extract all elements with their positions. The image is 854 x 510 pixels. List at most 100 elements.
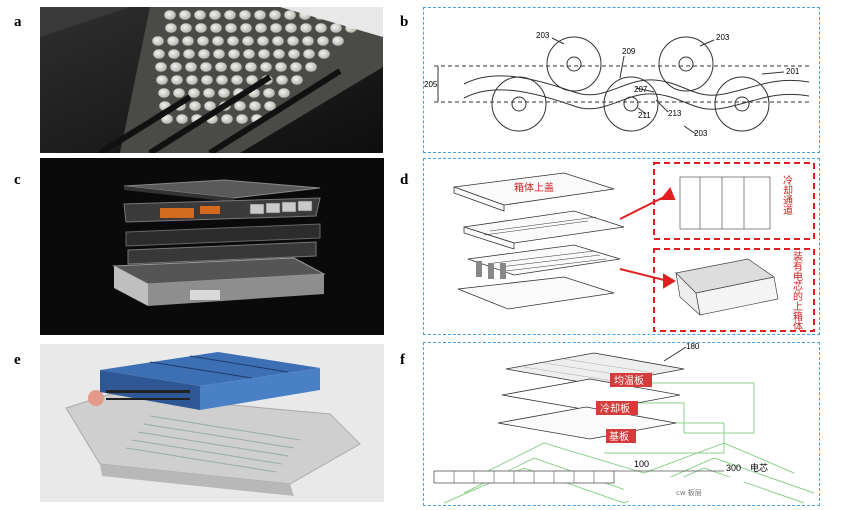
- battery-cell: [169, 61, 183, 73]
- battery-cell: [238, 9, 252, 21]
- battery-cell: [155, 74, 169, 86]
- battery-cell: [268, 9, 282, 21]
- battery-cell: [196, 35, 210, 47]
- battery-cell: [200, 74, 214, 86]
- battery-cell: [184, 61, 198, 73]
- uniform-temp-plate-label: 均温板: [614, 374, 644, 387]
- battery-cell: [256, 35, 270, 47]
- battery-cell: [259, 61, 273, 73]
- battery-cell: [212, 48, 226, 60]
- battery-cell: [203, 100, 217, 112]
- battery-cell: [154, 61, 168, 73]
- callout-205: 205: [424, 80, 438, 89]
- callout-203b: 203: [716, 33, 730, 42]
- battery-cell: [242, 48, 256, 60]
- battery-cell: [244, 61, 258, 73]
- battery-cell: [178, 9, 192, 21]
- battery-cell: [290, 74, 304, 86]
- battery-cell: [187, 87, 201, 99]
- battery-cell: [248, 100, 262, 112]
- battery-cell: [284, 22, 298, 34]
- battery-cell: [239, 22, 253, 34]
- battery-cell: [233, 100, 247, 112]
- panel-label-e: e: [14, 352, 21, 368]
- battery-cell: [197, 48, 211, 60]
- blue-module-tray-photo: [40, 344, 384, 502]
- layered-plate-diagram-box: 180 均温板 冷却板 基板 100 300 电芯 cw 板层: [423, 342, 820, 506]
- small-caption: cw 板层: [676, 488, 702, 497]
- callout-100: 100: [634, 459, 649, 469]
- cells-upper-box-label: 装有电芯的上箱体: [791, 250, 803, 332]
- battery-cell: [224, 22, 238, 34]
- exploded-battery-pack-photo: [40, 158, 384, 335]
- battery-cell: [269, 22, 283, 34]
- battery-cell: [157, 87, 171, 99]
- cooling-channel-label: 冷却通道: [781, 174, 793, 215]
- battery-cell: [194, 22, 208, 34]
- battery-cell: [151, 35, 165, 47]
- battery-cell: [152, 48, 166, 60]
- battery-cell: [170, 74, 184, 86]
- battery-cell: [314, 22, 328, 34]
- panel-label-a: a: [14, 14, 22, 30]
- battery-cell: [283, 9, 297, 21]
- battery-cell: [316, 35, 330, 47]
- battery-cell: [275, 74, 289, 86]
- battery-cell: [208, 9, 222, 21]
- battery-cell: [302, 48, 316, 60]
- battery-cell: [185, 74, 199, 86]
- battery-cell: [223, 9, 237, 21]
- battery-cell: [211, 35, 225, 47]
- callout-180: 180: [686, 343, 700, 351]
- callout-201: 201: [786, 67, 800, 76]
- battery-cell: [274, 61, 288, 73]
- base-plate-label: 基板: [609, 430, 629, 443]
- callout-300: 300: [726, 463, 741, 473]
- battery-cell: [220, 113, 234, 125]
- battery-cell: [272, 48, 286, 60]
- battery-cell: [229, 61, 243, 73]
- battery-cell: [317, 48, 331, 60]
- battery-cell: [181, 35, 195, 47]
- battery-cell: [230, 74, 244, 86]
- battery-cell: [199, 61, 213, 73]
- battery-cell: [262, 87, 276, 99]
- callout-203c: 203: [694, 129, 708, 138]
- battery-cell: [172, 87, 186, 99]
- callout-203a: 203: [536, 31, 550, 40]
- battery-cell: [299, 22, 313, 34]
- callout-213: 213: [668, 109, 682, 118]
- battery-cell: [235, 113, 249, 125]
- battery-cell: [271, 35, 285, 47]
- battery-cell: [163, 9, 177, 21]
- battery-cell: [241, 35, 255, 47]
- battery-cell: [179, 22, 193, 34]
- callout-207: 207: [634, 85, 648, 94]
- battery-cell: [214, 61, 228, 73]
- battery-cell: [202, 87, 216, 99]
- battery-cell: [304, 61, 318, 73]
- battery-cell: [182, 48, 196, 60]
- battery-cell: [188, 100, 202, 112]
- battery-cell: [209, 22, 223, 34]
- battery-cell: [217, 87, 231, 99]
- callout-211: 211: [638, 111, 651, 120]
- cells-label: 电芯: [750, 462, 768, 474]
- panel-label-d: d: [400, 172, 409, 188]
- lid-label: 箱体上盖: [514, 181, 554, 194]
- battery-cell: [215, 74, 229, 86]
- battery-cell: [289, 61, 303, 73]
- panel-label-c: c: [14, 172, 21, 188]
- battery-cell: [286, 35, 300, 47]
- box-structure-diagram-box: 箱体上盖 冷却通道 装有电芯的上箱体: [423, 158, 820, 335]
- battery-cell: [193, 9, 207, 21]
- battery-cell: [257, 48, 271, 60]
- battery-cell: [301, 35, 315, 47]
- battery-cell: [175, 113, 189, 125]
- roller-diagram-box: 203 203 209 201 205 207 211 213 203: [423, 7, 820, 153]
- battery-cell: [166, 35, 180, 47]
- battery-cell: [226, 35, 240, 47]
- battery-cell: [331, 35, 345, 47]
- battery-cell: [263, 100, 277, 112]
- callout-209: 209: [622, 47, 636, 56]
